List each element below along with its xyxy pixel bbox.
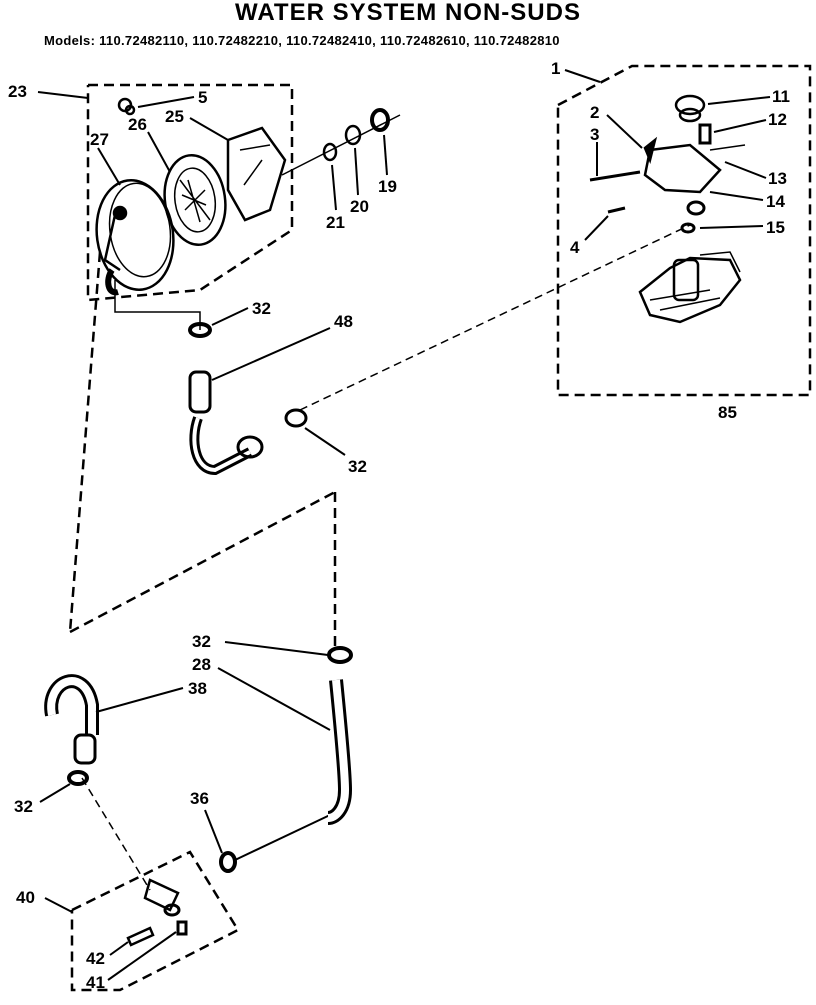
callout-2: 2: [590, 103, 599, 122]
part-40-drain-assembly: [126, 878, 188, 947]
callout-42: 42: [86, 949, 105, 968]
leader-48: [211, 327, 331, 381]
callout-25: 25: [165, 107, 184, 126]
part-1-valve-assembly: [589, 94, 746, 324]
part-19-nut: [370, 108, 390, 132]
callout-5: 5: [198, 88, 207, 107]
callout-20: 20: [350, 197, 369, 216]
leader-36: [204, 809, 223, 854]
callout-32-upper: 32: [252, 299, 271, 318]
part-25-cover: [226, 126, 287, 222]
leader-4: [584, 215, 609, 241]
leader-32b: [304, 427, 346, 456]
leader-32c: [224, 641, 329, 656]
leader-13: [724, 161, 767, 179]
callout-3: 3: [590, 125, 599, 144]
diagram-title: WATER SYSTEM NON-SUDS: [235, 0, 581, 26]
part-32-clamp-upper: [188, 322, 212, 338]
leader-5: [137, 96, 195, 108]
callout-23: 23: [8, 82, 27, 101]
callout-40: 40: [16, 888, 35, 907]
callout-32-mid: 32: [348, 457, 367, 476]
callout-26: 26: [128, 115, 147, 134]
hose-route-line-a: [68, 251, 102, 633]
leader-2: [606, 114, 643, 149]
leader-21: [331, 164, 337, 211]
leader-41: [107, 931, 177, 981]
hose-route-line-h: [114, 280, 201, 330]
leader-14: [709, 191, 764, 201]
leader-42: [109, 941, 129, 956]
callout-11: 11: [772, 87, 790, 106]
models-list: Models: 110.72482110, 110.72482210, 110.…: [44, 33, 560, 48]
leader-32a: [211, 307, 249, 326]
group-23-outline: [86, 83, 294, 302]
callout-41: 41: [86, 973, 105, 992]
hose-route-line-b: [69, 490, 336, 634]
part-5-screw: [117, 97, 136, 116]
part-32-clamp-lower: [327, 646, 353, 664]
part-26-screen: [163, 153, 227, 247]
leader-20: [354, 147, 359, 196]
footnote-number: 85: [718, 403, 737, 422]
callout-19: 19: [378, 177, 397, 196]
leader-32d: [39, 783, 71, 803]
callout-15: 15: [766, 218, 785, 237]
callout-14: 14: [766, 192, 785, 211]
callout-36: 36: [190, 789, 209, 808]
leader-28: [217, 667, 331, 731]
callout-21: 21: [326, 213, 345, 232]
callout-32-lower: 32: [192, 632, 211, 651]
callout-28: 28: [192, 655, 211, 674]
leader-11: [707, 96, 771, 105]
hose-route-line-f: [81, 777, 151, 891]
part-32-clamp-left: [67, 770, 89, 786]
callout-13: 13: [768, 169, 787, 188]
leader-27: [97, 147, 121, 186]
leader-26: [147, 131, 171, 173]
leader-19: [383, 134, 388, 176]
callout-48: 48: [334, 312, 353, 331]
part-20-washer: [344, 124, 362, 146]
leader-25: [189, 117, 229, 141]
part-27-housing: [95, 179, 175, 296]
group-40-outline: [70, 850, 240, 992]
hose-route-line-g: [234, 814, 331, 861]
callout-4: 4: [570, 238, 580, 257]
part-21-washer: [322, 142, 338, 162]
group-1-outline: [556, 64, 812, 397]
leader-40: [44, 897, 73, 913]
hose-route-line-e: [281, 114, 401, 176]
leader-12: [713, 119, 767, 133]
part-28-hose: [327, 679, 353, 825]
callout-38: 38: [188, 679, 207, 698]
callout-1: 1: [551, 59, 560, 78]
leader-15: [699, 225, 764, 229]
part-36-clamp: [219, 851, 237, 873]
callout-32-left: 32: [14, 797, 33, 816]
leader-38: [95, 687, 184, 713]
callout-12: 12: [768, 110, 787, 129]
leader-23: [37, 91, 89, 99]
hose-route-line-d: [299, 224, 691, 411]
leader-1: [564, 69, 601, 83]
part-32-clamp-mid: [284, 408, 308, 428]
part-48-hose: [188, 370, 264, 476]
part-38-hose: [44, 674, 99, 765]
callout-27: 27: [90, 130, 109, 149]
